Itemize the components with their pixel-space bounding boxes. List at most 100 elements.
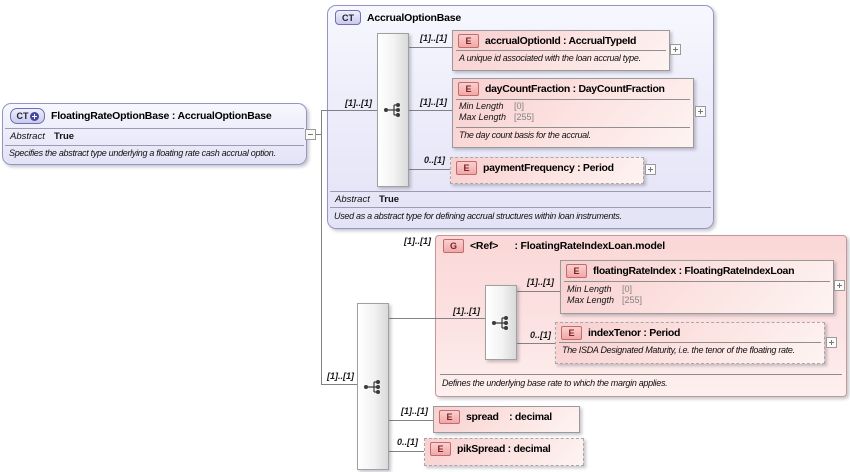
sequence-compositor: [357, 303, 389, 470]
element-dayCountFraction[interactable]: E dayCountFraction : DayCountFraction Mi…: [452, 78, 694, 148]
root-type-box: CT FloatingRateOptionBase : AccrualOptio…: [2, 103, 307, 165]
cardinality-label: [1]..[1]: [401, 406, 428, 416]
element-header: E dayCountFraction : DayCountFraction: [453, 79, 693, 98]
base-type-header: CT AccrualOptionBase: [328, 6, 713, 27]
divider: [5, 145, 304, 146]
element-description: A unique id associated with the loan acc…: [459, 53, 641, 63]
connector-line: [407, 110, 452, 111]
cardinality-label: 0..[1]: [424, 155, 446, 165]
facet-min-length: Min Length [0]: [561, 284, 833, 294]
connector-line: [387, 451, 425, 452]
connector-line: [316, 134, 322, 135]
element-title: indexTenor : Period: [588, 327, 681, 339]
element-header: E pikSpread : decimal: [425, 439, 583, 458]
root-type-description: Specifies the abstract type underlying a…: [9, 148, 276, 158]
element-header: E paymentFrequency : Period: [451, 158, 643, 177]
element-description: The ISDA Designated Maturity, i.e. the t…: [562, 345, 795, 355]
plus-circle-icon: [29, 111, 39, 121]
element-accrualOptionId[interactable]: E accrualOptionId : AccrualTypeId A uniq…: [452, 30, 670, 71]
connector-line: [407, 169, 450, 170]
facet-label: Max Length: [459, 112, 507, 122]
divider: [564, 281, 830, 282]
element-title: dayCountFraction : DayCountFraction: [485, 83, 665, 95]
connector-line: [515, 291, 560, 292]
collapse-button[interactable]: [305, 129, 316, 140]
element-icon: E: [566, 264, 587, 278]
connector-line: [321, 110, 377, 111]
divider: [330, 191, 711, 192]
element-header: E spread : decimal: [434, 407, 579, 426]
element-title: floatingRateIndex : FloatingRateIndexLoa…: [593, 265, 795, 277]
group-icon: G: [443, 239, 464, 253]
complex-type-badge-label: CT: [16, 111, 29, 121]
cardinality-label: [1]..[1]: [404, 236, 431, 246]
complex-type-icon: CT: [335, 10, 361, 25]
abstract-label: Abstract: [10, 131, 45, 142]
facet-value: [255]: [622, 295, 643, 305]
facet-max-length: Max Length [255]: [453, 112, 693, 122]
element-icon: E: [458, 34, 479, 48]
abstract-row: Abstract True: [3, 129, 306, 144]
cardinality-label: 0..[1]: [397, 437, 419, 447]
abstract-row: Abstract True: [328, 192, 713, 207]
sequence-compositor: [485, 285, 517, 360]
connector-line: [321, 110, 322, 385]
element-indexTenor[interactable]: E indexTenor : Period The ISDA Designate…: [555, 322, 825, 364]
element-icon: E: [561, 326, 582, 340]
facet-max-length: Max Length [255]: [561, 295, 833, 305]
element-title: pikSpread : decimal: [457, 443, 551, 455]
divider: [440, 374, 842, 375]
element-floatingRateIndex[interactable]: E floatingRateIndex : FloatingRateIndexL…: [560, 260, 834, 314]
divider: [456, 127, 690, 128]
element-title: accrualOptionId : AccrualTypeId: [485, 35, 637, 47]
facet-label: Min Length: [567, 284, 612, 294]
connector-line: [321, 384, 357, 385]
cardinality-label: [1]..[1]: [327, 371, 354, 381]
cardinality-label: [1]..[1]: [453, 306, 480, 316]
element-icon: E: [456, 161, 477, 175]
element-pikSpread[interactable]: E pikSpread : decimal: [424, 438, 584, 466]
cardinality-label: [1]..[1]: [527, 277, 554, 287]
abstract-value: True: [54, 131, 75, 142]
root-type-title: FloatingRateOptionBase : AccrualOptionBa…: [51, 110, 272, 122]
facet-value: [0]: [514, 101, 525, 111]
expand-button-dayCountFraction[interactable]: [695, 106, 706, 117]
expand-button-accrualOptionId[interactable]: [670, 44, 681, 55]
element-spread[interactable]: E spread : decimal: [433, 406, 580, 433]
element-header: E accrualOptionId : AccrualTypeId: [453, 31, 669, 50]
facet-value: [255]: [514, 112, 535, 122]
connector-line: [387, 420, 437, 421]
divider: [559, 342, 821, 343]
element-header: E floatingRateIndex : FloatingRateIndexL…: [561, 261, 833, 280]
expand-button-paymentFrequency[interactable]: [645, 164, 656, 175]
abstract-value: True: [379, 194, 400, 205]
group-ref-header: G <Ref> : FloatingRateIndexLoan.model: [436, 236, 846, 255]
cardinality-label: 0..[1]: [530, 330, 552, 340]
element-title: paymentFrequency : Period: [483, 162, 614, 174]
connector-line: [407, 47, 452, 48]
cardinality-label: [1]..[1]: [345, 98, 372, 108]
expand-button-floatingRateIndex[interactable]: [834, 280, 845, 291]
facet-label: Max Length: [567, 295, 615, 305]
sequence-icon: [384, 103, 400, 117]
expand-button-indexTenor[interactable]: [826, 337, 837, 348]
facet-min-length: Min Length [0]: [453, 101, 693, 111]
sequence-icon: [492, 315, 508, 330]
divider: [5, 128, 304, 129]
element-icon: E: [439, 410, 460, 424]
group-ref-title: <Ref> : FloatingRateIndexLoan.model: [470, 240, 666, 252]
element-header: E indexTenor : Period: [556, 323, 824, 342]
divider: [330, 207, 711, 208]
divider: [456, 50, 666, 51]
facet-value: [0]: [622, 284, 633, 294]
sequence-compositor: [377, 33, 409, 187]
connector-line: [387, 318, 485, 319]
element-icon: E: [430, 442, 451, 456]
element-paymentFrequency[interactable]: E paymentFrequency : Period: [450, 157, 644, 184]
element-title: spread : decimal: [466, 411, 552, 423]
divider: [456, 99, 690, 100]
group-ref-description: Defines the underlying base rate to whic…: [442, 378, 668, 388]
complex-type-plus-icon: CT: [10, 108, 45, 124]
root-type-header: CT FloatingRateOptionBase : AccrualOptio…: [3, 104, 306, 126]
